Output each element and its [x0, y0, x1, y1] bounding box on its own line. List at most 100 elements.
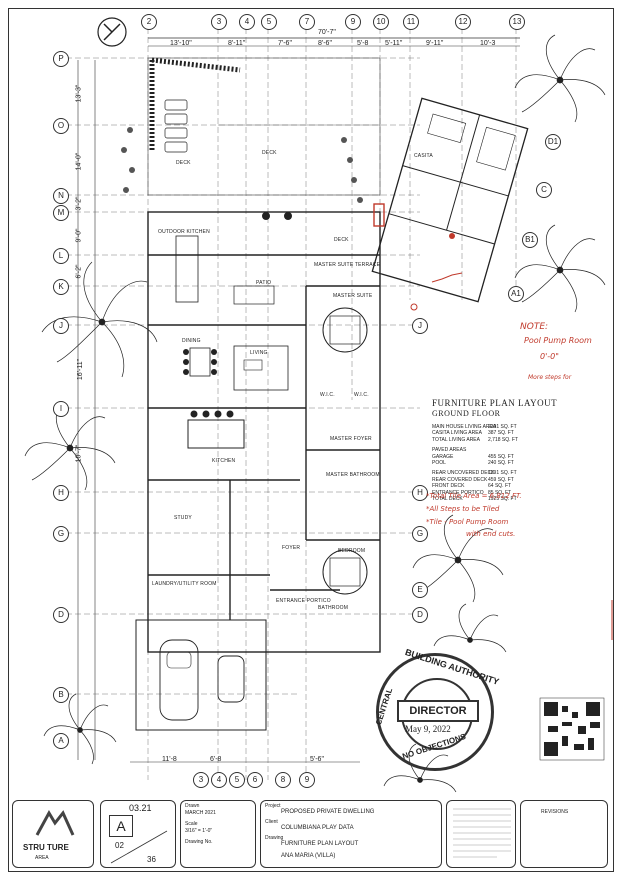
grid-label-left: K [53, 279, 69, 295]
dim-top: 5'-11" [385, 40, 403, 47]
legend-row-label: GARAGE [432, 453, 454, 460]
location-value: ANA MARIA (VILLA) [281, 853, 336, 859]
sheet-divider [110, 830, 168, 864]
room-label: PATIO [256, 280, 272, 286]
dim-left: 14'-0" [75, 152, 83, 171]
note-heading: NOTE: [520, 322, 549, 332]
grid-label-top: 7 [299, 14, 315, 30]
stamp-date: May 9, 2022 [405, 724, 451, 734]
project-value: PROPOSED PRIVATE DWELLING [281, 809, 375, 815]
dim-top: 9'-11" [426, 40, 444, 47]
dim-top: 5'-8 [357, 40, 369, 47]
sheet-letter: A [109, 815, 133, 837]
room-label: MASTER SUITE TERRACE [314, 262, 381, 268]
tile-note: *Tile - Pool Pump Room [426, 518, 509, 526]
grid-label-top: 13 [509, 14, 525, 30]
grid-label-left: B [53, 687, 69, 703]
room-label: BATHROOM [318, 605, 349, 611]
note-text: Pool Pump Room [524, 336, 592, 345]
grid-label-left: P [53, 51, 69, 67]
dim-bottom: 6'-8 [210, 756, 222, 763]
building-authority-stamp: BUILDING AUTHORITY CENTRAL DIRECTOR May … [374, 647, 500, 771]
title-block-revisions: REVISIONS [520, 800, 608, 868]
dim-left: 13'-3" [75, 84, 83, 103]
grid-label-left: N [53, 188, 69, 204]
grid-label-right: E [412, 582, 428, 598]
stamp-director: DIRECTOR [397, 700, 479, 722]
room-label: MASTER SUITE [333, 293, 373, 299]
room-label: W.I.C. [354, 392, 369, 398]
logo-text: STRU TURE [23, 843, 69, 852]
legend-title: FURNITURE PLAN LAYOUT [432, 398, 558, 408]
revisions-label: REVISIONS [541, 809, 569, 815]
room-label: BEDROOM [338, 548, 366, 554]
legend-row-label: REAR COVERED DECK [432, 476, 488, 483]
scale-value: 3/16" = 1'-0" [185, 828, 213, 834]
sheet-number: 02 [115, 841, 124, 850]
title-block-project: Project PROPOSED PRIVATE DWELLING Client… [260, 800, 442, 868]
room-label: FOYER [282, 545, 301, 551]
dim-top: 7'-6" [278, 40, 292, 47]
legend-row-value: 1925 SQ. FT [488, 496, 517, 502]
legend-row-label: POOL [432, 460, 446, 466]
room-label: DINING [182, 338, 201, 344]
room-label: LAUNDRY/UTILITY ROOM [152, 581, 217, 587]
room-label: W.I.C. [320, 392, 335, 398]
title-block-sheet: 03.21 A 02 36 [100, 800, 176, 868]
client-value: COLUMBIANA PLAY DATA [281, 825, 354, 831]
title-block-logo: STRU TURE AREA [12, 800, 94, 868]
legend-row-label: ENTRANCE PORTICO [432, 489, 484, 496]
tile-note: *All Steps to be Tiled [426, 505, 500, 513]
dim-bottom: 11'-8 [162, 756, 177, 763]
grid-label-top: 9 [345, 14, 361, 30]
legend-subtitle: GROUND FLOOR [432, 409, 501, 418]
grid-label-left: L [53, 248, 69, 264]
drawing-label: Drawing [265, 835, 284, 841]
project-label: Project [265, 803, 281, 809]
tile-note: *Total Tile Area = 6,812 FT. [426, 492, 522, 500]
grid-label-top: 2 [141, 14, 157, 30]
dim-left: 3'-2" [75, 196, 83, 211]
room-label: OUTDOOR KITCHEN [158, 229, 210, 235]
drawn-label: Drawn [185, 803, 200, 809]
sheet-total: 36 [147, 855, 156, 864]
grid-label-top: 11 [403, 14, 419, 30]
dim-left: 10'-7" [75, 444, 83, 463]
room-label: LIVING [250, 350, 268, 356]
logo-sub: AREA [35, 855, 49, 861]
drawing-no-label: Drawing No. [185, 839, 213, 845]
sheet-date: 03.21 [129, 803, 152, 813]
legend-row-value: 459 SQ. FT [488, 476, 514, 483]
grid-label-right: C [536, 182, 552, 198]
legend-row-value: 64 SQ. FT [488, 483, 512, 490]
legend-row-value: 387 SQ. FT [488, 430, 514, 437]
grid-label-right: D1 [545, 134, 561, 150]
scale-label: Scale [185, 821, 198, 827]
legend-row-value: 1391 SQ. FT [488, 470, 517, 477]
client-label: Client [265, 819, 278, 825]
grid-label-left: O [53, 118, 69, 134]
grid-label-bottom: 4 [211, 772, 227, 788]
grid-label-right: J [412, 318, 428, 334]
grid-label-right: D [412, 607, 428, 623]
dim-left: 6'-2" [75, 264, 83, 279]
tile-note: with end cuts. [466, 530, 516, 538]
room-label: DECK [176, 160, 191, 166]
grid-label-top: 10 [373, 14, 389, 30]
grid-label-left: M [53, 205, 69, 221]
legend-row-label: REAR UNCOVERED DECK [432, 470, 495, 477]
dim-left: 16'-11" [77, 358, 85, 381]
legend-row-label: TOTAL DECK [432, 496, 463, 502]
grid-label-bottom: 6 [247, 772, 263, 788]
grid-label-bottom: 9 [299, 772, 315, 788]
grid-label-right: G [412, 526, 428, 542]
note-text: 0'-0" [540, 352, 559, 361]
dim-top: 10'-3 [480, 40, 496, 47]
legend-row-label: CASITA LIVING AREA [432, 430, 482, 437]
grid-label-bottom: 3 [193, 772, 209, 788]
grid-label-left: I [53, 401, 69, 417]
grid-label-bottom: 5 [229, 772, 245, 788]
title-block-notes [446, 800, 516, 868]
dim-left: 9'-0" [75, 228, 83, 243]
